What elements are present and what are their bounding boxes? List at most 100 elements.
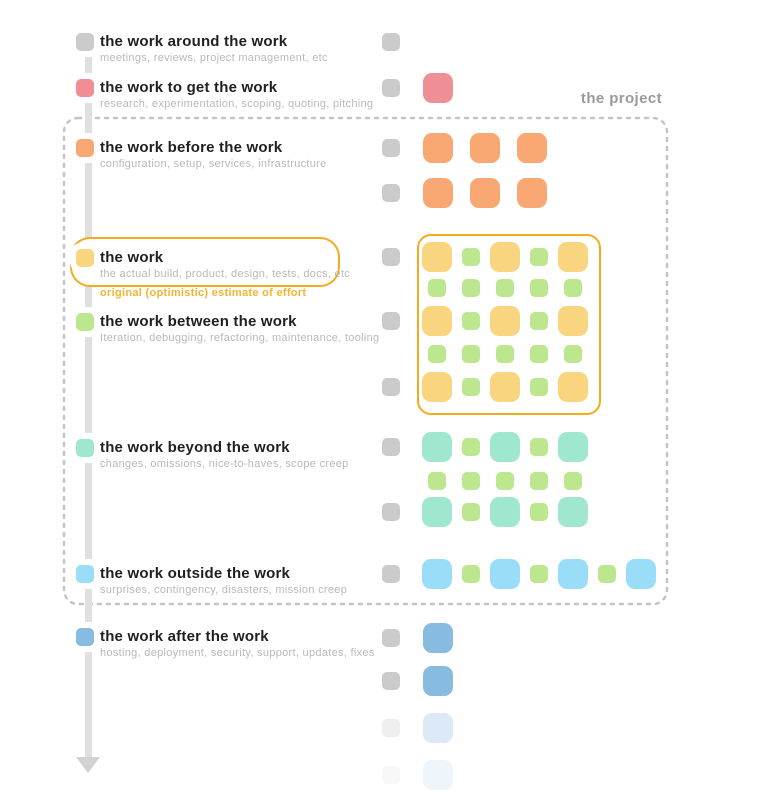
unit-square-after-blue	[423, 760, 453, 790]
unit-square-work-between-yellow	[490, 372, 520, 402]
unit-square-work-between-yellow	[558, 306, 588, 336]
unit-square-work-between-gray	[382, 248, 400, 266]
before-swatch-icon	[76, 139, 94, 157]
unit-square-outside-sky	[490, 559, 520, 589]
unit-square-before-orange	[423, 133, 453, 163]
unit-square-after-gray	[382, 719, 400, 737]
row-subtitle: configuration, setup, services, infrastr…	[100, 158, 327, 170]
unit-square-beyond-teal	[558, 432, 588, 462]
unit-square-get-gray	[382, 79, 400, 97]
unit-square-work-between-green	[428, 279, 446, 297]
unit-square-work-between-green	[462, 279, 480, 297]
row-text: the work to get the work research, experi…	[100, 78, 373, 111]
row-subtitle: Iteration, debugging, refactoring, maint…	[100, 332, 380, 344]
work-row-after: the work after the work hosting, deployme…	[76, 627, 375, 660]
unit-square-beyond-teal	[422, 497, 452, 527]
unit-square-work-between-gray	[382, 312, 400, 330]
row-text: the work outside the work surprises, cont…	[100, 564, 347, 597]
unit-square-work-between-green	[530, 312, 548, 330]
unit-square-after-gray	[382, 766, 400, 784]
unit-square-around-gray	[382, 33, 400, 51]
timeline-line	[85, 50, 92, 760]
row-subtitle: surprises, contingency, disasters, missi…	[100, 584, 348, 596]
work-row-outside: the work outside the work surprises, cont…	[76, 564, 347, 597]
timeline-arrow-icon	[76, 757, 100, 773]
row-text: the work after the work hosting, deployme…	[100, 627, 375, 660]
unit-square-after-blue	[423, 713, 453, 743]
unit-square-outside-green	[462, 565, 480, 583]
unit-square-outside-sky	[558, 559, 588, 589]
row-subtitle: the actual build, product, design, tests…	[100, 268, 351, 280]
work-row-beyond: the work beyond the work changes, omissio…	[76, 438, 349, 471]
unit-square-before-orange	[470, 133, 500, 163]
unit-square-work-between-gray	[382, 378, 400, 396]
unit-square-beyond-teal	[558, 497, 588, 527]
row-text: the work beyond the work changes, omissio…	[100, 438, 349, 471]
unit-square-work-between-yellow	[558, 242, 588, 272]
row-title: the work after the work	[100, 628, 269, 645]
unit-square-work-between-yellow	[490, 306, 520, 336]
row-subtitle: meetings, reviews, project management, e…	[100, 52, 328, 64]
unit-square-beyond-green	[428, 472, 446, 490]
estimate-note: original (optimistic) estimate of effort	[100, 287, 307, 299]
row-title: the work beyond the work	[100, 439, 290, 456]
work-row-get: the work to get the work research, experi…	[76, 78, 373, 111]
unit-square-beyond-green	[564, 472, 582, 490]
unit-square-work-between-green	[496, 345, 514, 363]
unit-square-work-between-yellow	[490, 242, 520, 272]
unit-square-work-between-yellow	[422, 372, 452, 402]
get-swatch-icon	[76, 79, 94, 97]
row-subtitle: hosting, deployment, security, support, …	[100, 647, 375, 659]
unit-square-work-between-green	[462, 248, 480, 266]
estimate-outline-box	[417, 234, 601, 415]
row-title: the work between the work	[100, 313, 297, 330]
unit-square-beyond-green	[462, 438, 480, 456]
around-swatch-icon	[76, 33, 94, 51]
unit-square-work-between-green	[564, 279, 582, 297]
unit-square-work-between-yellow	[422, 306, 452, 336]
unit-square-work-between-green	[428, 345, 446, 363]
unit-square-beyond-gray	[382, 438, 400, 456]
unit-square-work-between-green	[564, 345, 582, 363]
row-subtitle: research, experimentation, scoping, quot…	[100, 98, 374, 110]
after-swatch-icon	[76, 628, 94, 646]
unit-square-work-between-yellow	[558, 372, 588, 402]
unit-square-beyond-green	[462, 503, 480, 521]
beyond-swatch-icon	[76, 439, 94, 457]
unit-square-work-between-green	[462, 345, 480, 363]
unit-square-beyond-green	[530, 503, 548, 521]
unit-square-before-orange	[517, 133, 547, 163]
unit-square-before-orange	[517, 178, 547, 208]
unit-square-outside-sky	[422, 559, 452, 589]
row-title: the work outside the work	[100, 565, 291, 582]
unit-square-beyond-green	[496, 472, 514, 490]
work-swatch-icon	[76, 249, 94, 267]
unit-square-beyond-gray	[382, 503, 400, 521]
unit-square-work-between-green	[530, 345, 548, 363]
unit-square-before-gray	[382, 139, 400, 157]
work-highlight-box	[70, 237, 340, 287]
unit-square-after-blue	[423, 666, 453, 696]
unit-square-beyond-green	[462, 472, 480, 490]
unit-square-work-between-green	[496, 279, 514, 297]
unit-square-beyond-green	[530, 438, 548, 456]
unit-square-after-blue	[423, 623, 453, 653]
unit-square-beyond-teal	[422, 432, 452, 462]
unit-square-work-between-green	[462, 378, 480, 396]
unit-square-outside-green	[598, 565, 616, 583]
row-subtitle: changes, omissions, nice-to-haves, scope…	[100, 458, 349, 470]
unit-square-work-between-green	[462, 312, 480, 330]
unit-square-before-orange	[470, 178, 500, 208]
unit-square-beyond-green	[530, 472, 548, 490]
row-title: the work to get the work	[100, 79, 278, 96]
